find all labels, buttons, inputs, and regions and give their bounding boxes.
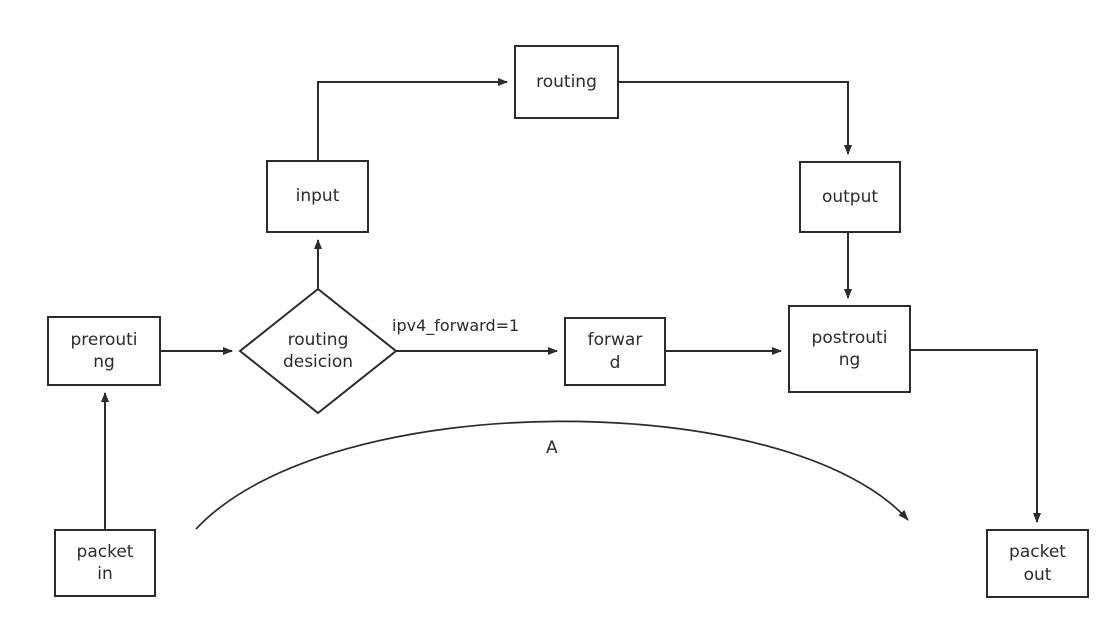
edge-label-ipv4-forward: ipv4_forward=1 <box>392 316 520 335</box>
curve-label-a: A <box>546 438 558 458</box>
node-packet-out[interactable] <box>986 529 1089 598</box>
node-packet-in[interactable] <box>54 529 156 597</box>
node-routing-decision[interactable] <box>238 287 398 415</box>
node-input[interactable] <box>266 160 369 233</box>
node-prerouting[interactable] <box>47 316 161 386</box>
edge-routing-to-output <box>618 81 852 155</box>
node-output[interactable] <box>799 161 901 233</box>
node-routing[interactable] <box>514 45 619 119</box>
edge-postrouting-to-packet-out <box>910 349 1041 523</box>
node-postrouting[interactable] <box>788 305 911 393</box>
edge-curve-a <box>195 420 909 530</box>
edge-input-to-routing <box>317 78 508 161</box>
node-forward[interactable] <box>564 317 666 386</box>
